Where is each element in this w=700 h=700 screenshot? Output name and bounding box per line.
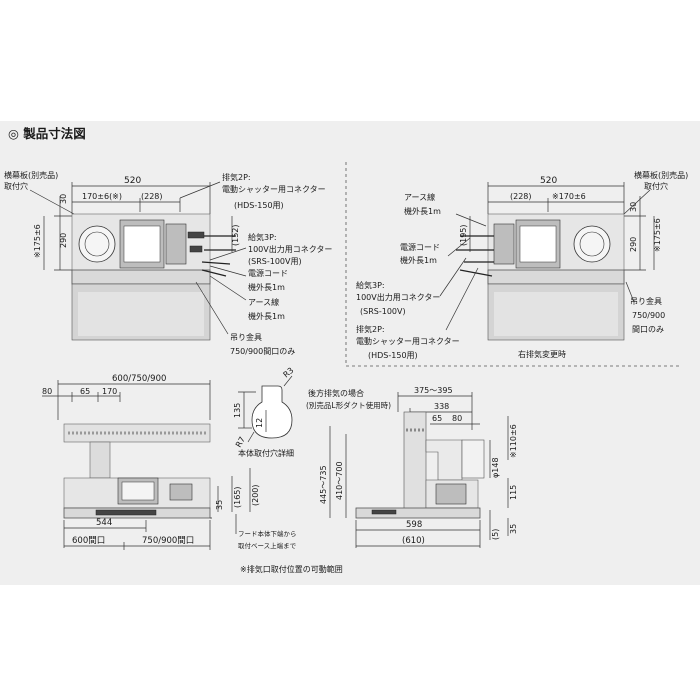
left-yokomaku-label: 横幕板(別売品) [4,170,58,180]
right-hanger-line2: 750/900 [632,311,665,320]
side-dim-80: 80 [452,414,462,423]
side-dim-5: (5) [491,529,500,540]
left-toritsuke-label: 取付穴 [4,181,28,191]
side-view: 後方排気の場合 (別売品L形ダクト使用時) 375～395 338 65 80 [306,386,518,548]
right-side-175: ※175±6 [653,218,662,252]
right-supply3p-line1: 給気3P: [356,280,385,290]
hole-detail: 135 12 R3 R7 本体取付穴詳細 [233,366,295,458]
elevation-dim-80: 80 [42,387,52,396]
right-dim-228: (228) [510,192,532,201]
page-title: ◎ 製品寸法図 [8,126,86,141]
left-earth-line1: アース線 [248,297,279,307]
elevation-open-600: 600間口 [72,536,105,546]
left-width-520: 520 [124,176,141,186]
elevation-dim-165: (165) [233,486,242,508]
elevation-open-750: 750/900間口 [142,536,194,546]
side-dim-338: 338 [434,402,449,411]
left-supply3p-line1: 給気3P: [248,232,277,242]
right-earth-line1: アース線 [404,192,435,202]
elevation-dim-544: 544 [96,518,112,528]
left-dim-228: (228) [141,192,163,201]
hole-r7: R7 [234,435,247,449]
left-side-290: 290 [59,233,68,248]
elevation-dim-65: 65 [80,387,90,396]
right-dim-170: ※170±6 [552,192,586,201]
left-dim-170: 170±6(※) [82,192,122,201]
side-dim-445: 445～735 [319,465,328,504]
left-exhaust2p-line3: (HDS-150用) [234,201,284,210]
right-hanger-line3: 間口のみ [632,325,664,334]
elevation-dim-200: (200) [251,484,260,506]
left-exhaust2p-line2: 電動シャッター用コネクター [222,185,326,194]
left-hanger-line2: 750/900間口のみ [230,347,295,356]
elevation-dim-35: 35 [215,500,224,510]
side-dim-65: 65 [432,414,442,423]
left-cord-line2: 機外長1m [248,282,285,292]
right-exhaust2p-line2: 電動シャッター用コネクター [356,337,460,346]
left-supply3p-line3: (SRS-100V用) [248,257,302,266]
front-view-right: 520 (228) ※170±6 30 290 ※175±6 横幕板(別売品) … [356,170,688,360]
elevation-dim-170: 170 [102,387,117,396]
right-toritsuke-label: 取付穴 [644,181,668,191]
right-yokomaku-label: 横幕板(別売品) [634,170,688,180]
left-supply3p-line2: 100V出力用コネクター [248,244,332,254]
elevation-note-line2: 取付ベース上端まで [238,541,297,550]
right-exhaust2p-line1: 排気2P: [356,324,385,334]
left-side-175: ※175±6 [33,224,42,258]
left-dim-152: (152) [231,224,240,246]
side-dim-375: 375～395 [414,386,453,395]
footnote: ※排気口取付位置の可動範囲 [240,564,343,574]
right-hanger-line1: 吊り金具 [630,296,662,306]
right-caption: 右排気変更時 [518,349,566,359]
right-earth-line2: 機外長1m [404,206,441,216]
right-side-290: 290 [629,237,638,252]
side-dim-115: 115 [509,485,518,500]
left-hanger-line1: 吊り金具 [230,332,262,342]
side-dim-148: φ148 [491,457,500,478]
side-dim-598: 598 [406,520,422,530]
right-cord-line2: 機外長1m [400,255,437,265]
side-dim-410: 410～700 [335,461,344,500]
right-cord-line1: 電源コード [400,243,440,252]
hole-r3: R3 [282,366,296,380]
elevation-width-total: 600/750/900 [112,374,166,384]
right-width-520: 520 [540,176,557,186]
left-exhaust2p-line1: 排気2P: [222,172,251,182]
side-rear-line1: 後方排気の場合 [308,388,364,398]
right-supply3p-line2: 100V出力用コネクター [356,292,440,302]
side-dim-110: ※110±6 [509,424,518,458]
right-supply3p-line3: (SRS-100V) [360,307,406,316]
front-view-left: 520 170±6(※) (228) 30 290 ※175±6 横幕板(別売品… [4,170,332,356]
side-dim-35: 35 [509,524,518,534]
right-exhaust2p-line3: (HDS-150用) [368,351,418,360]
elevation-note-line1: フード本体下端から [238,529,297,538]
hole-dim-135: 135 [233,403,242,418]
left-earth-line2: 機外長1m [248,311,285,321]
hole-caption: 本体取付穴詳細 [238,448,294,458]
elevation-view: 600/750/900 80 65 170 544 [42,374,297,550]
left-side-30: 30 [59,194,68,204]
right-dim-195: (195) [459,224,468,246]
side-dim-610: (610) [402,536,425,546]
hole-dim-12: 12 [255,418,264,428]
left-cord-line1: 電源コード [248,269,288,278]
side-rear-line2: (別売品L形ダクト使用時) [306,400,391,410]
right-side-30: 30 [629,202,638,212]
